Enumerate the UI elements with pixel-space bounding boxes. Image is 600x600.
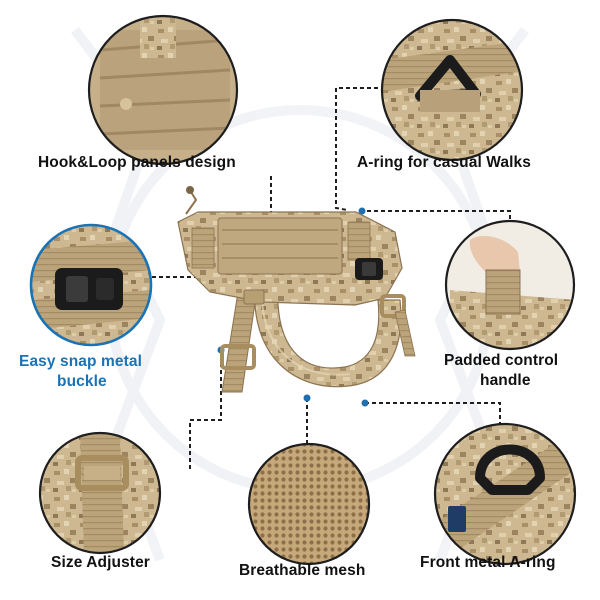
snap-buckle-photo-circle xyxy=(29,223,153,347)
front-a-ring-photo-circle xyxy=(433,422,577,566)
hook-loop-photo-circle xyxy=(87,14,239,166)
padded-handle-label-line1: Padded control xyxy=(444,352,559,369)
leader-a-ring-walks xyxy=(335,87,392,211)
leader-size-adjuster xyxy=(189,350,222,469)
breathable-mesh-photo-circle xyxy=(247,442,371,566)
a-ring-walks-label: A-ring for casual Walks xyxy=(357,154,531,171)
breathable-mesh-label: Breathable mesh xyxy=(239,562,366,579)
leader-front-a-ring xyxy=(365,402,501,424)
size-adjuster-photo-circle xyxy=(38,431,162,555)
leader-padded-handle xyxy=(367,210,511,221)
harness-product xyxy=(177,186,416,393)
front-a-ring-label: Front metal A-ring xyxy=(420,554,556,571)
snap-buckle-label-line2: buckle xyxy=(57,373,107,390)
padded-handle-label-line2: handle xyxy=(480,372,531,389)
a-ring-walks-photo-circle xyxy=(380,18,524,162)
size-adjuster-label: Size Adjuster xyxy=(51,554,150,571)
hook-loop-label: Hook&Loop panels design xyxy=(38,154,236,171)
snap-buckle-label-line1: Easy snap metal xyxy=(19,353,142,370)
padded-handle-photo-circle xyxy=(444,219,576,351)
